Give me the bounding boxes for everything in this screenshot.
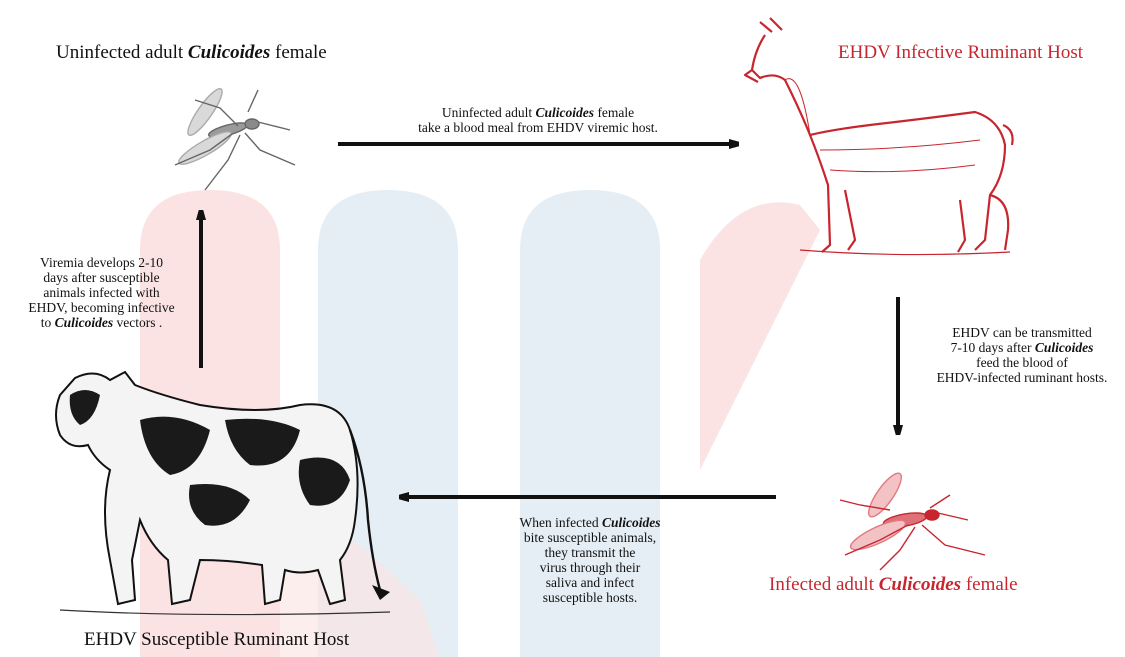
note-line: they transmit the	[500, 545, 680, 560]
edge-left-note: Viremia develops 2-10 days after suscept…	[4, 255, 199, 330]
edge-bottom-note: When infected Culicoides bite susceptibl…	[500, 515, 680, 605]
label-text: Infected adult	[769, 574, 879, 595]
note-line: take a blood meal from EHDV viremic host…	[368, 120, 708, 135]
label-text: EHDV Susceptible Ruminant Host	[84, 629, 349, 650]
note-line: feed the blood of	[922, 355, 1122, 370]
note-line: 7-10 days after Culicoides	[922, 340, 1122, 355]
note-line: virus through their	[500, 560, 680, 575]
note-line: bite susceptible animals,	[500, 530, 680, 545]
note-line: animals infected with	[4, 285, 199, 300]
note-line: When infected Culicoides	[500, 515, 680, 530]
note-line: Uninfected adult Culicoides female	[368, 105, 708, 120]
note-line: EHDV can be transmitted	[922, 325, 1122, 340]
note-line: days after susceptible	[4, 270, 199, 285]
label-text: EHDV Infective Ruminant Host	[838, 42, 1083, 63]
node-infected-midge-label: Infected adult Culicoides female	[769, 574, 1018, 596]
infected-midge-illustration	[840, 469, 985, 570]
label-text: female	[961, 574, 1017, 595]
note-line: susceptible hosts.	[500, 590, 680, 605]
label-text: female	[270, 42, 326, 63]
node-susceptible-host-label: EHDV Susceptible Ruminant Host	[84, 629, 349, 651]
node-infective-host-label: EHDV Infective Ruminant Host	[838, 42, 1083, 64]
label-text: Uninfected adult	[56, 42, 188, 63]
note-line: to Culicoides vectors .	[4, 315, 199, 330]
node-uninfected-midge-label: Uninfected adult Culicoides female	[56, 42, 327, 64]
note-line: Viremia develops 2-10	[4, 255, 199, 270]
edge-right-note: EHDV can be transmitted 7-10 days after …	[922, 325, 1122, 385]
note-line: EHDV-infected ruminant hosts.	[922, 370, 1122, 385]
label-italic: Culicoides	[879, 574, 961, 595]
uninfected-midge-illustration	[175, 85, 295, 190]
note-line: EHDV, becoming infective	[4, 300, 199, 315]
edge-top-note: Uninfected adult Culicoides female take …	[368, 105, 708, 135]
label-italic: Culicoides	[188, 42, 270, 63]
note-line: saliva and infect	[500, 575, 680, 590]
